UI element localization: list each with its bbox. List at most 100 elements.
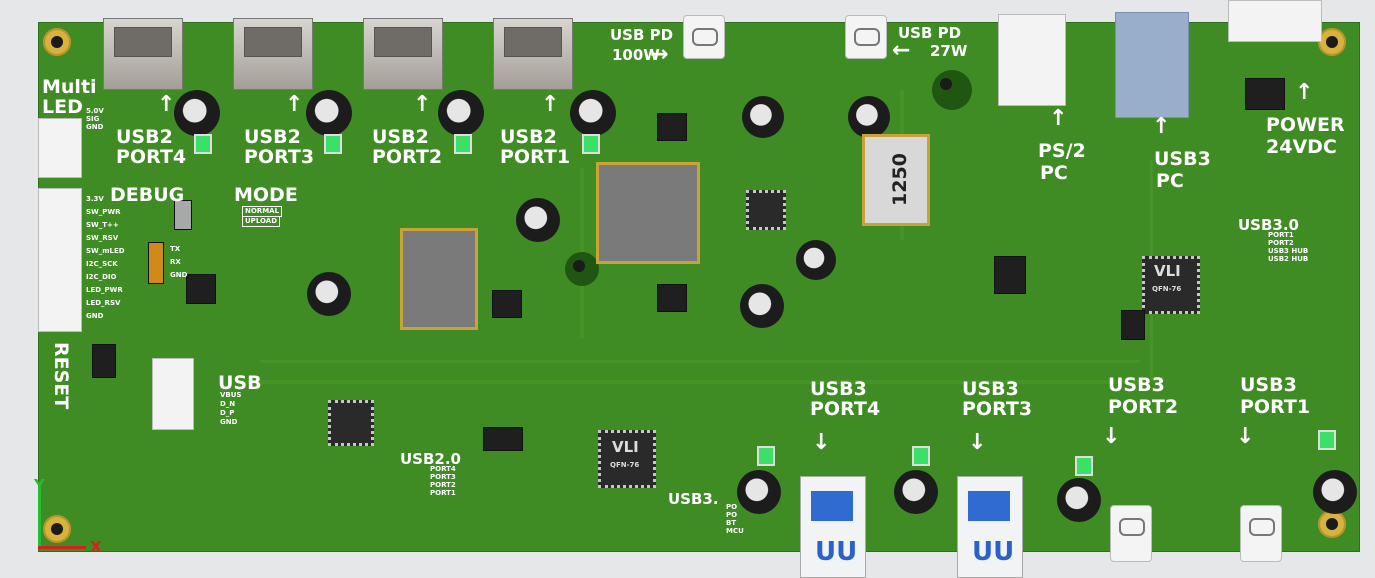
usb3-hub-chip-pc [1142, 256, 1200, 314]
usb3-port4-label: PORT4 [810, 398, 881, 420]
ps2-label: PC [1040, 162, 1068, 184]
status-led [912, 446, 930, 466]
usb3-port1-label: PORT1 [1240, 396, 1311, 418]
axis-y [38, 490, 41, 548]
capacitor [740, 284, 784, 328]
label-led: LED [42, 96, 83, 118]
usb-pin-label: D_N [220, 400, 236, 408]
pin-label: GND [86, 123, 104, 131]
usb3-short-item: PO [726, 511, 738, 519]
arrow-up-icon: ↑ [1049, 106, 1068, 131]
uart-pin-label: RX [170, 258, 181, 266]
status-led [1318, 430, 1336, 450]
usb2-port3-label: PORT3 [244, 146, 315, 168]
usb3pc-label: USB3 [1154, 148, 1211, 170]
usb3-hub-chip-main [598, 430, 656, 488]
debug-pin-label: SW_PWR [86, 208, 121, 216]
usb20-port-item: PORT3 [430, 473, 456, 481]
arrow-left-icon: ← [892, 38, 911, 63]
usb2-port2-label: USB2 [372, 126, 429, 148]
axis-y-label: Y [34, 476, 45, 494]
ps2-connector [998, 14, 1066, 106]
capacitor [438, 90, 484, 136]
usbpd27-label: USB PD [898, 24, 962, 42]
usb3-port2-label: PORT2 [1108, 396, 1179, 418]
mounting-hole [43, 28, 71, 56]
inductor-marking: 1250 [888, 153, 911, 206]
capacitor [742, 96, 784, 138]
capacitor [1057, 478, 1101, 522]
trace [240, 380, 1140, 384]
mounting-hole [43, 515, 71, 543]
chip-marking: VLI [1154, 262, 1181, 280]
microcontroller [186, 274, 216, 304]
usb20-port-item: PORT1 [430, 489, 456, 497]
usbpd100-label: 100W [612, 46, 660, 64]
power-inductor-1250 [862, 134, 930, 226]
usbpd27-label: 27W [930, 42, 968, 60]
usb3-port3-label: USB3 [962, 378, 1019, 400]
mode-option: UPLOAD [242, 216, 281, 227]
usb2-port2-label: PORT2 [372, 146, 443, 168]
usb30-port-item: PORT2 [1268, 239, 1294, 247]
arrow-up-icon: ↑ [413, 92, 432, 117]
usb2-port4-connector [103, 18, 183, 90]
usb3-short-item: MCU [726, 527, 744, 535]
usb30-port-item: USB2 HUB [1268, 255, 1309, 263]
debug-pins [148, 242, 164, 284]
mounting-hole [1318, 510, 1346, 538]
mosfet [492, 290, 522, 318]
label-multi: Multi [42, 76, 97, 98]
status-led [454, 134, 472, 154]
ps2-label: PS/2 [1038, 140, 1086, 162]
arrow-right-icon: → [650, 42, 669, 67]
usb3-port3-label: PORT3 [962, 398, 1033, 420]
capacitor [737, 470, 781, 514]
usb-pin-label: VBUS [220, 391, 242, 399]
label-debug: DEBUG [110, 184, 185, 206]
capacitor [848, 96, 890, 138]
arrow-up-icon: ↑ [1295, 80, 1314, 105]
usb2-port3-label: USB2 [244, 126, 301, 148]
pin-label: 5.0V [86, 107, 104, 115]
usb3-short-label: USB3. [668, 490, 719, 508]
usb3-port3-connector: UU [957, 476, 1023, 578]
mounting-hole [1318, 28, 1346, 56]
power-connector [1228, 0, 1322, 42]
status-led [1075, 456, 1093, 476]
usb3-short-item: PO [726, 503, 738, 511]
button-reset[interactable] [92, 344, 116, 378]
usb30-port-item: USB3 HUB [1268, 247, 1309, 255]
capacitor [894, 470, 938, 514]
status-led [194, 134, 212, 154]
usb3-port4-connector: UU [800, 476, 866, 578]
usb3-pc-connector [1115, 12, 1189, 118]
chip-marking: VLI [612, 438, 639, 456]
usb2-port1-label: USB2 [500, 126, 557, 148]
capacitor [174, 90, 220, 136]
trace [260, 360, 1140, 363]
usb2-port2-connector [363, 18, 443, 90]
debug-pin-label: SW_mLED [86, 247, 125, 255]
debug-pin-label: I2C_DIO [86, 273, 117, 281]
arrow-up-icon: ↑ [1152, 114, 1171, 139]
capacitor [307, 272, 351, 316]
usb2-port1-label: PORT1 [500, 146, 571, 168]
usb2-port4-label: USB2 [116, 126, 173, 148]
usb3-port1-label: USB3 [1240, 374, 1297, 396]
debug-pin-label: LED_PWR [86, 286, 123, 294]
arrow-up-icon: ↑ [157, 92, 176, 117]
debug-pin-label: LED_RSV [86, 299, 121, 307]
button-mode[interactable] [174, 200, 192, 230]
arrow-down-icon: ↓ [1102, 424, 1121, 449]
power-regulator [1245, 78, 1285, 110]
debug-pin-label: 3.3V [86, 195, 104, 203]
debug-pin-label: I2C_SCK [86, 260, 118, 268]
pin-label: SIG [86, 115, 100, 123]
axis-x-label: X [90, 538, 102, 556]
mounting-hole [565, 252, 599, 286]
status-led [324, 134, 342, 154]
usb3-port1-connector [1240, 505, 1282, 562]
usb20-port-item: PORT4 [430, 465, 456, 473]
uart-pin-label: GND [170, 271, 188, 279]
